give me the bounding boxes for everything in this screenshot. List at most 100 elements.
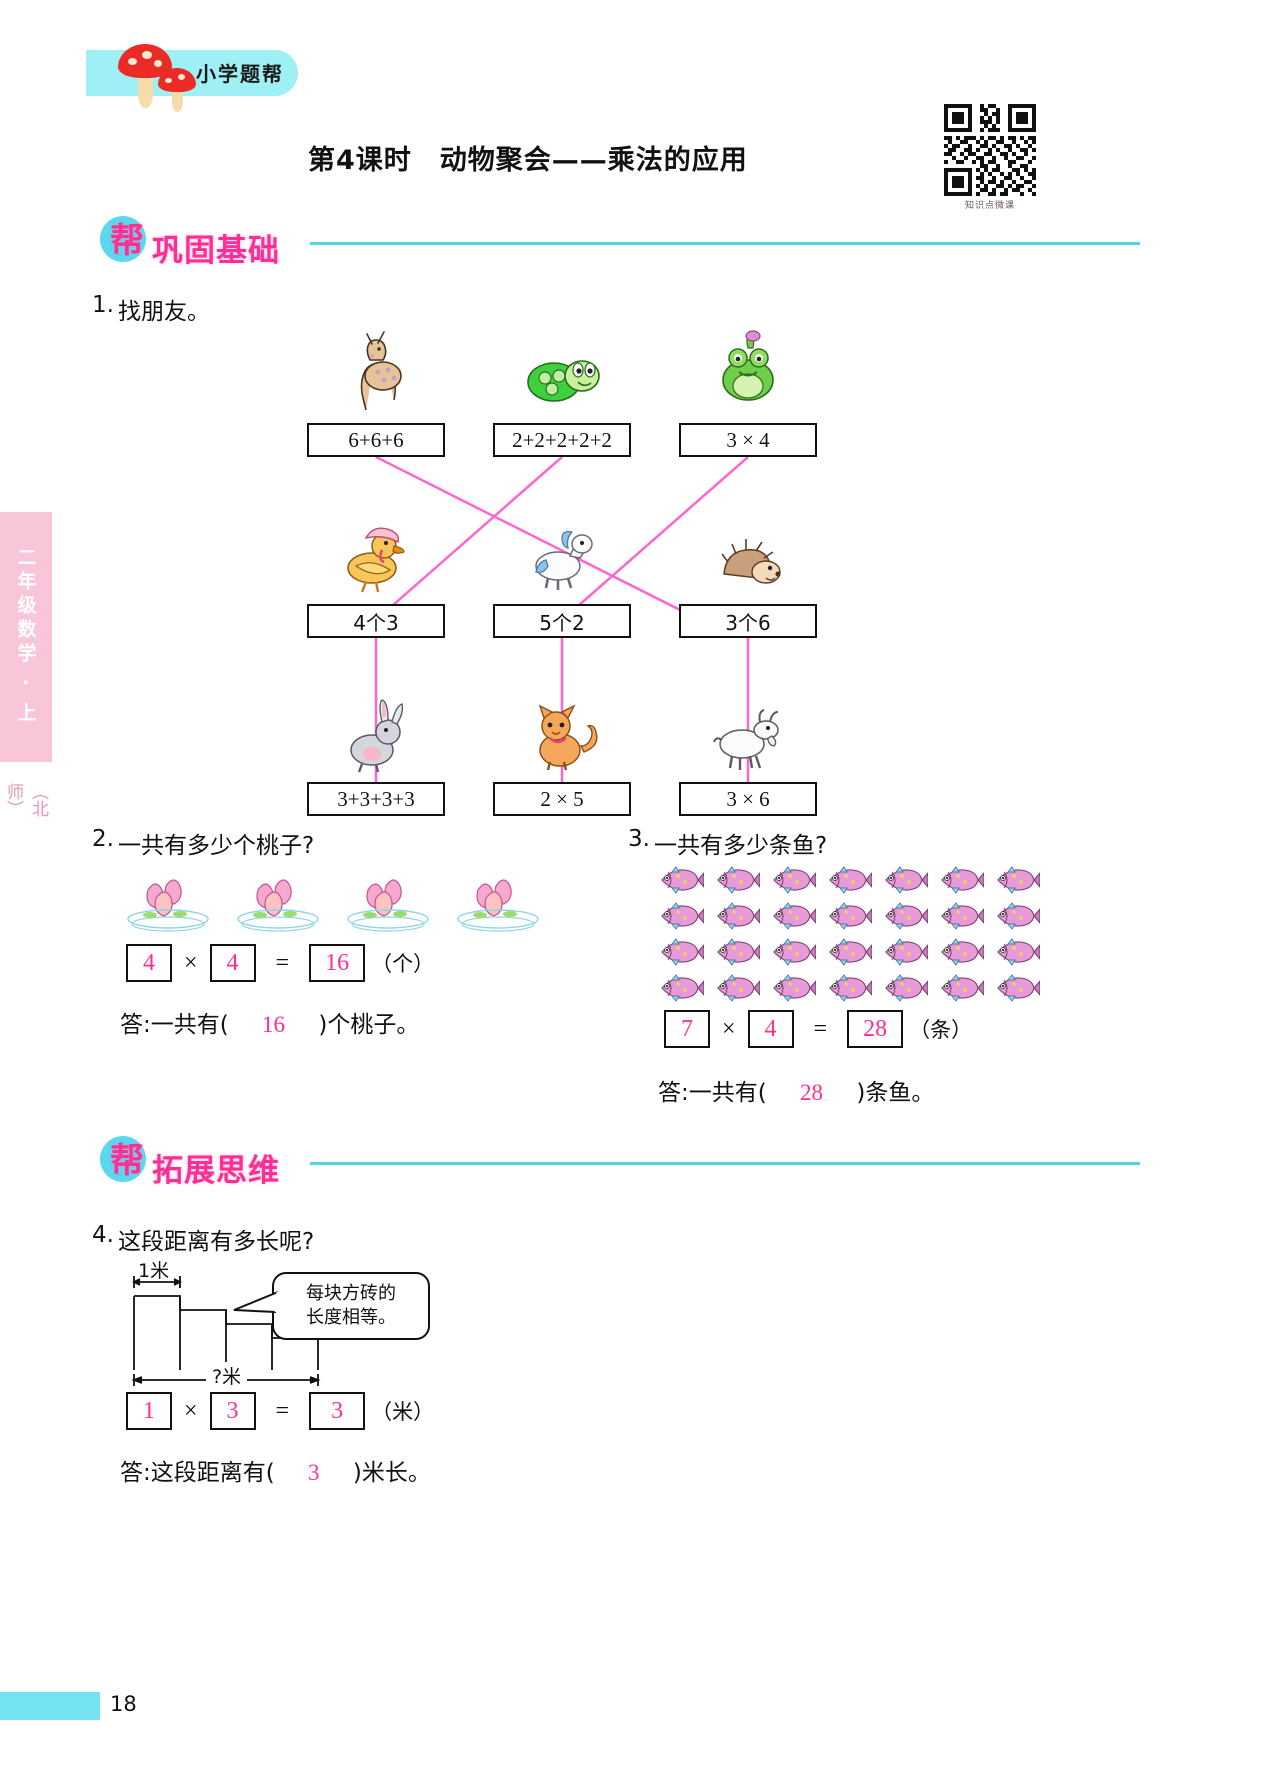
- q1-box-r1c2[interactable]: 2+2+2+2+2: [493, 423, 631, 457]
- q1-box-r3c2[interactable]: 2 × 5: [493, 782, 631, 816]
- section-badge-label: 帮: [110, 1141, 144, 1181]
- side-tab-grade: 二年级数学 · 上: [14, 547, 37, 727]
- q3-operand-a[interactable]: 7: [664, 1010, 710, 1048]
- q4-equals-sign: =: [275, 1397, 290, 1424]
- q1-box-r1c1[interactable]: 6+6+6: [307, 423, 445, 457]
- q1-number: 1.: [92, 292, 114, 318]
- qr-code[interactable]: 知识点微课: [944, 104, 1036, 211]
- q3-answer-value[interactable]: 28: [800, 1080, 824, 1105]
- animal-duck-icon: [326, 516, 426, 598]
- fish-icon: [770, 974, 820, 1006]
- q1-box-r1c3[interactable]: 3 × 4: [679, 423, 817, 457]
- q3-fish-grid: [658, 866, 1044, 1006]
- side-tab: 二年级数学 · 上: [0, 512, 52, 762]
- qr-caption: 知识点微课: [964, 201, 1015, 211]
- q2-number: 2.: [92, 826, 114, 852]
- q3-times-sign: ×: [722, 1015, 736, 1042]
- q2-peach-plates: [122, 872, 544, 934]
- q4-answer-line: 答:这段距离有( 3 )米长。: [120, 1453, 431, 1487]
- animal-rabbit-icon: [326, 696, 426, 778]
- section-badge-circle: [100, 216, 146, 262]
- fish-icon: [770, 938, 820, 970]
- fish-icon: [826, 938, 876, 970]
- fish-icon: [994, 974, 1044, 1006]
- q2-result[interactable]: 16: [309, 944, 366, 982]
- animal-frog-icon: [698, 328, 798, 410]
- fish-icon: [714, 974, 764, 1006]
- q2-answer-prefix: 答:一共有(: [120, 1012, 229, 1038]
- peach-plate: [452, 872, 544, 934]
- fish-icon: [770, 902, 820, 934]
- q2-equation: 4 × 4 = 16 （个）: [120, 944, 434, 982]
- q4-hint-line2: 长度相等。: [306, 1307, 396, 1328]
- q4-result[interactable]: 3: [309, 1392, 366, 1430]
- section-title-expand: 拓展思维: [152, 1153, 280, 1189]
- q4-answer-suffix: )米长。: [352, 1460, 431, 1486]
- q4-equation: 1 × 3 = 3 （米）: [120, 1392, 434, 1430]
- fish-icon: [658, 974, 708, 1006]
- fish-icon: [714, 902, 764, 934]
- q4-operand-a[interactable]: 1: [126, 1392, 172, 1430]
- fish-icon: [938, 902, 988, 934]
- q1-box-r2c3[interactable]: 3个6: [679, 604, 817, 638]
- q1-box-r2c2[interactable]: 5个2: [493, 604, 631, 638]
- animal-turtle-icon: [512, 334, 612, 416]
- q4-answer-prefix: 答:这段距离有(: [120, 1460, 275, 1486]
- fish-icon: [882, 938, 932, 970]
- fish-icon: [826, 902, 876, 934]
- q2-unit: （个）: [371, 952, 435, 976]
- q2-operand-a[interactable]: 4: [126, 944, 172, 982]
- animal-hedgehog-icon: [698, 516, 798, 598]
- q4-operand-b[interactable]: 3: [209, 1392, 256, 1430]
- fish-icon: [938, 938, 988, 970]
- section-badge-circle: [100, 1136, 146, 1182]
- fish-icon: [994, 866, 1044, 898]
- q4-times-sign: ×: [184, 1397, 198, 1424]
- q1-prompt: 找朋友。: [118, 299, 210, 325]
- section-title-consolidate: 巩固基础: [152, 233, 280, 269]
- fish-icon: [658, 938, 708, 970]
- section-rule: [310, 1162, 1140, 1165]
- animal-deer-icon: [326, 330, 426, 412]
- fish-icon: [882, 866, 932, 898]
- q4-hint-bubble: 每块方砖的 长度相等。: [272, 1272, 430, 1340]
- animal-cat-icon: [512, 696, 612, 778]
- q3-result[interactable]: 28: [847, 1010, 904, 1048]
- fish-icon: [938, 974, 988, 1006]
- page-number: 18: [110, 1692, 137, 1716]
- q2-operand-b[interactable]: 4: [209, 944, 256, 982]
- fish-icon: [882, 974, 932, 1006]
- q3-answer-prefix: 答:一共有(: [658, 1080, 767, 1106]
- q3-answer-line: 答:一共有( 28 )条鱼。: [658, 1073, 934, 1107]
- fish-icon: [994, 902, 1044, 934]
- q4-prompt: 这段距离有多长呢?: [118, 1229, 315, 1255]
- q2-answer-value[interactable]: 16: [262, 1012, 286, 1037]
- fish-icon: [658, 866, 708, 898]
- section-header-expand: 帮 拓展思维: [100, 1136, 1140, 1189]
- q2-prompt: 一共有多少个桃子?: [118, 833, 315, 859]
- q4-answer-value[interactable]: 3: [308, 1460, 320, 1485]
- q3-unit: （条）: [909, 1018, 973, 1042]
- section-badge-label: 帮: [110, 221, 144, 261]
- q4-label-question-m: ?米: [206, 1362, 248, 1389]
- fish-icon: [658, 902, 708, 934]
- q3-equation: 7 × 4 = 28 （条）: [658, 1010, 972, 1048]
- section-header-consolidate: 帮 巩固基础: [100, 216, 1140, 269]
- q3-equals-sign: =: [813, 1015, 828, 1042]
- fish-icon: [826, 866, 876, 898]
- q3-operand-b[interactable]: 4: [747, 1010, 794, 1048]
- q3-number: 3.: [628, 826, 650, 852]
- q1-matching-area: 6+6+6 2+2+2+2+2 3 × 4: [300, 320, 860, 816]
- fish-icon: [770, 866, 820, 898]
- q4-label-1m: 1米: [138, 1260, 170, 1282]
- q1-box-r3c1[interactable]: 3+3+3+3: [307, 782, 445, 816]
- q1-box-r2c1[interactable]: 4个3: [307, 604, 445, 638]
- fish-icon: [994, 938, 1044, 970]
- footer-bar: [0, 1692, 100, 1720]
- q1-box-r3c3[interactable]: 3 × 6: [679, 782, 817, 816]
- fish-icon: [714, 938, 764, 970]
- animal-goat-icon: [698, 696, 798, 778]
- section-rule: [310, 242, 1140, 245]
- peach-plate: [232, 872, 324, 934]
